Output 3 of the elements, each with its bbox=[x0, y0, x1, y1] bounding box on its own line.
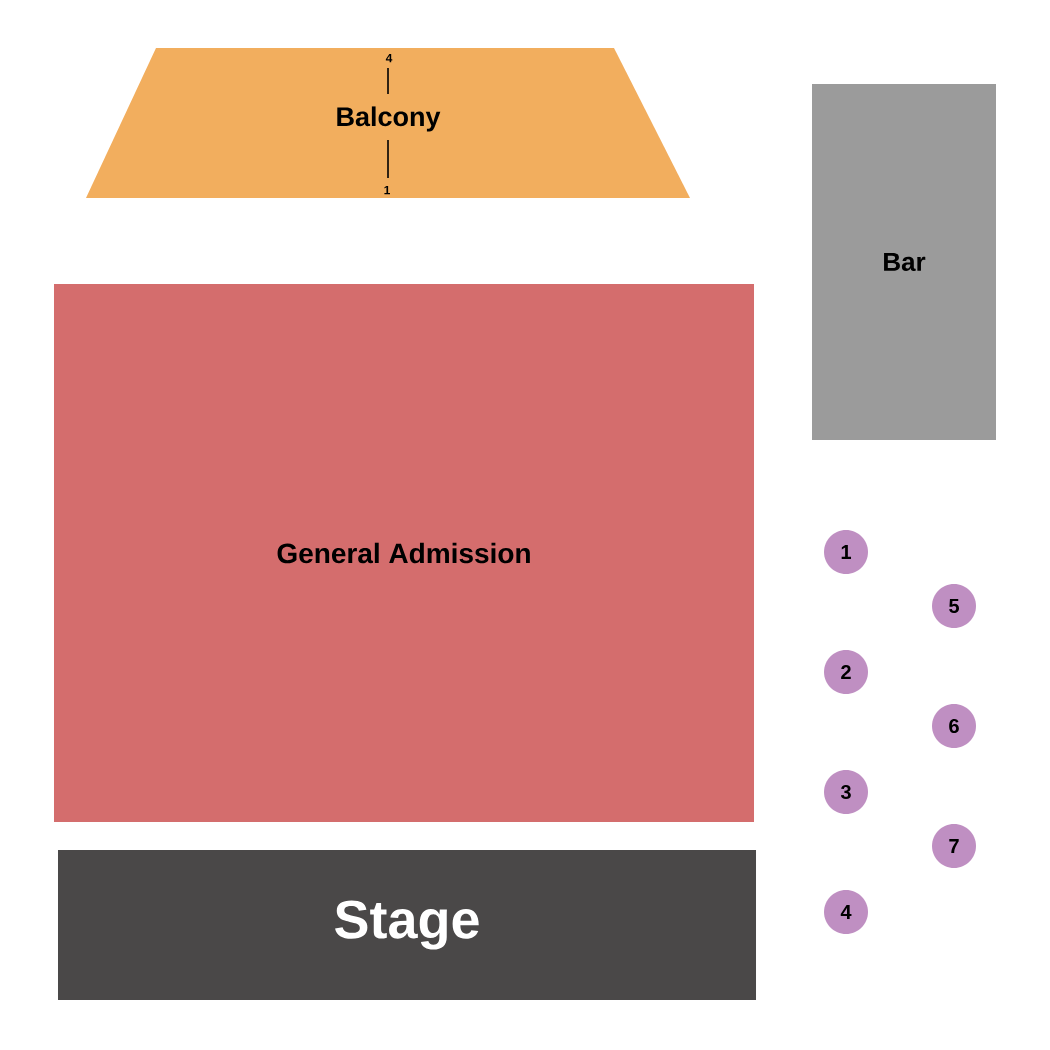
bar-area: Bar bbox=[812, 84, 996, 440]
general-admission-section: General Admission bbox=[54, 284, 754, 822]
stage: Stage bbox=[58, 850, 756, 1000]
